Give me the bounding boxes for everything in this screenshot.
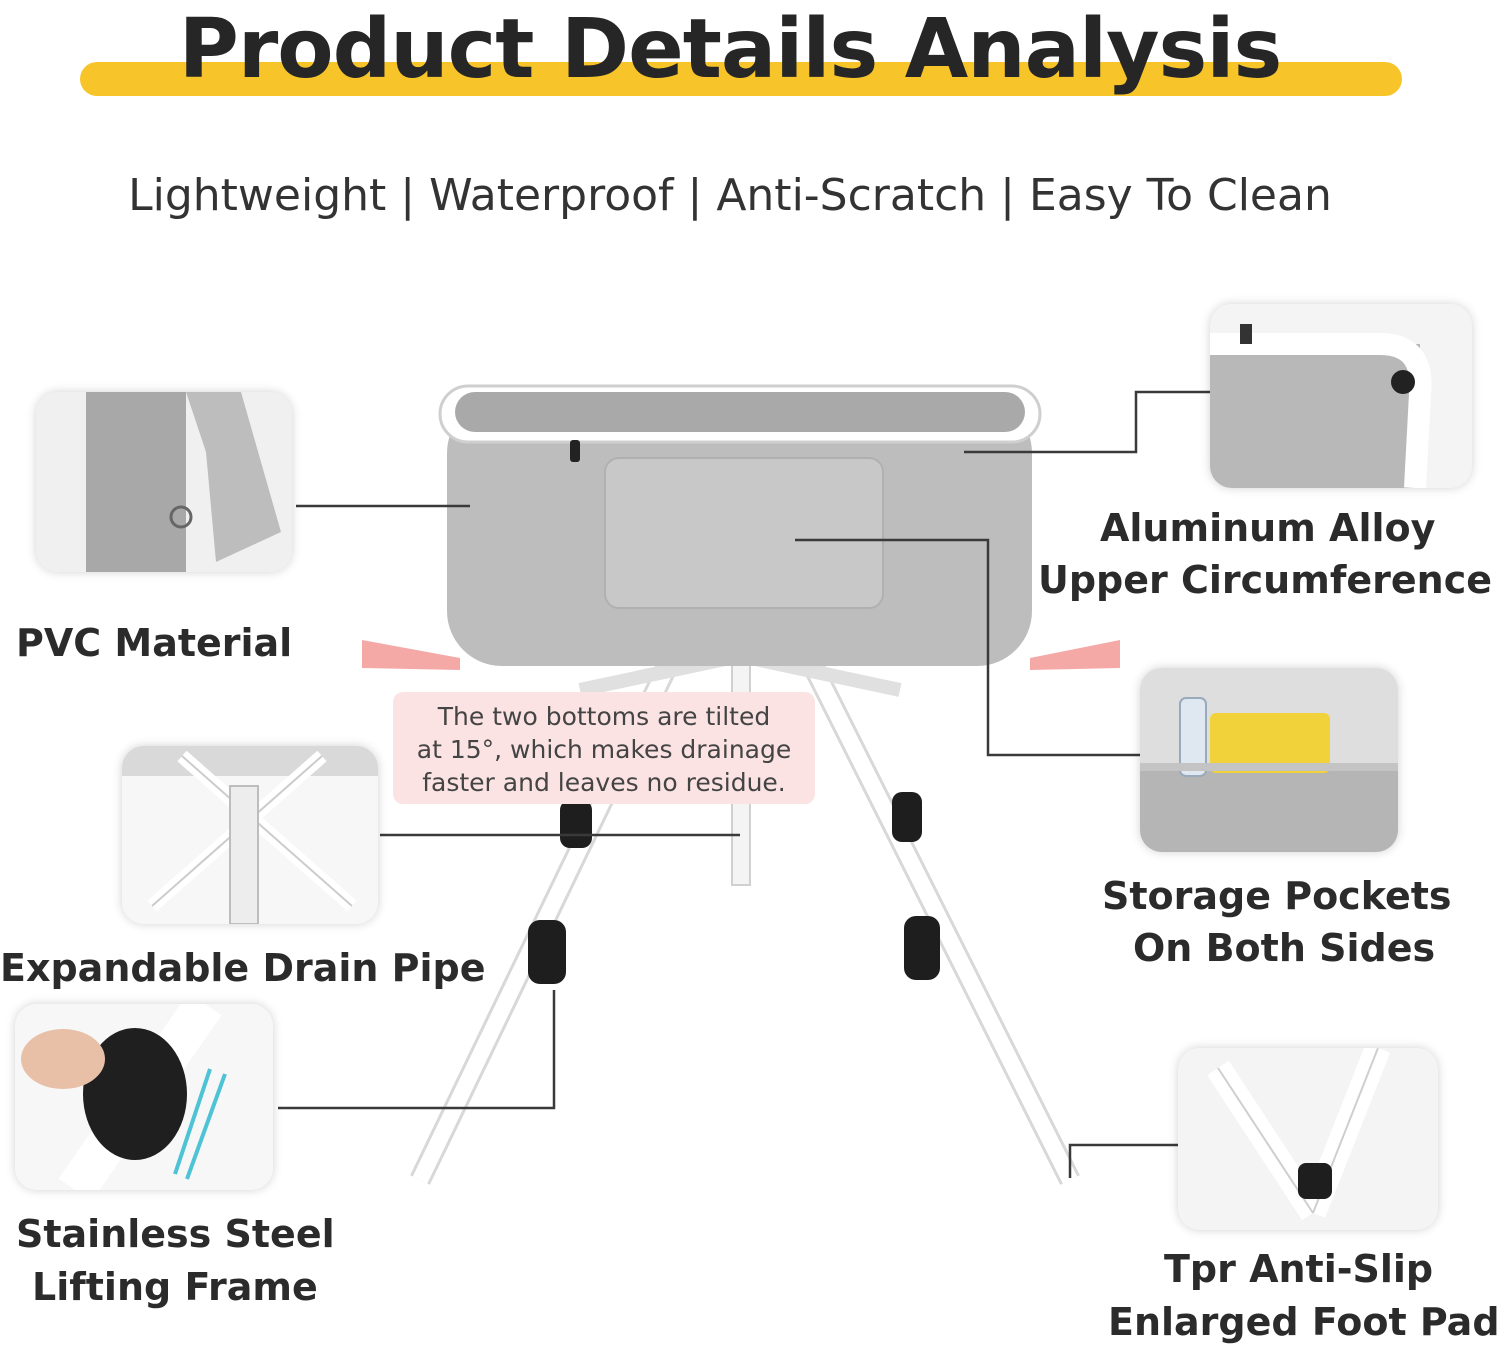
- storage-pockets-thumbnail: [1140, 668, 1398, 852]
- label-pvc-material: PVC Material: [16, 621, 293, 665]
- tilt-note: The two bottoms are tilted at 15°, which…: [393, 692, 815, 804]
- label-rim-line-2: Upper Circumference: [1038, 558, 1492, 602]
- leader-rim: [964, 390, 1210, 454]
- label-footpad-line-2: Enlarged Foot Pad: [1108, 1300, 1500, 1344]
- label-pockets-line-1: Storage Pockets: [1102, 874, 1452, 918]
- drain-pipe-thumbnail: [122, 746, 378, 924]
- leader-frame: [278, 990, 556, 1110]
- label-expandable-drain-pipe: Expandable Drain Pipe: [0, 946, 486, 990]
- lifting-frame-thumbnail: [15, 1004, 273, 1190]
- tilt-note-line-3: faster and leaves no residue.: [422, 768, 786, 797]
- foot-pad-thumbnail: [1178, 1048, 1438, 1230]
- leader-footpad: [1068, 1143, 1180, 1178]
- tilt-indicator-right: [1030, 640, 1120, 670]
- pvc-material-thumbnail: [36, 392, 292, 572]
- title-underline: [80, 62, 1402, 96]
- tilt-note-line-2: at 15°, which makes drainage: [416, 735, 792, 764]
- page-subtitle: Lightweight | Waterproof | Anti-Scratch …: [128, 170, 1332, 221]
- tilt-note-line-1: The two bottoms are tilted: [437, 702, 771, 731]
- label-frame-line-1: Stainless Steel: [16, 1212, 335, 1256]
- bathtub-body: [438, 384, 1042, 666]
- label-rim-line-1: Aluminum Alloy: [1100, 506, 1436, 550]
- leader-pockets: [795, 538, 1142, 757]
- label-pockets-line-2: On Both Sides: [1133, 926, 1436, 970]
- page-title: Product Details Analysis: [178, 2, 1283, 97]
- aluminum-rim-thumbnail: [1210, 304, 1472, 488]
- tilt-indicator-left: [362, 640, 460, 670]
- label-frame-line-2: Lifting Frame: [32, 1265, 318, 1309]
- label-footpad-line-1: Tpr Anti-Slip: [1164, 1247, 1434, 1291]
